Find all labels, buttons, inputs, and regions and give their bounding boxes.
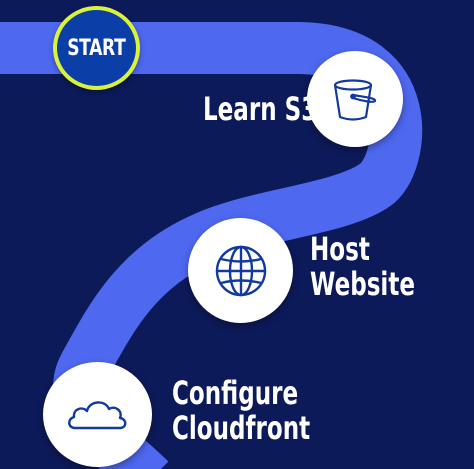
step-configure-cloudfront-label-line2: Cloudfront bbox=[172, 409, 311, 447]
step-host-website-label-line2: Website bbox=[310, 265, 415, 303]
step-learn-s3-node bbox=[307, 51, 403, 147]
bucket-icon bbox=[333, 79, 377, 121]
start-label: START bbox=[67, 35, 126, 61]
step-configure-cloudfront-label-line1: Configure bbox=[172, 374, 299, 412]
globe-icon bbox=[215, 245, 266, 296]
start-badge: START bbox=[53, 6, 140, 90]
step-host-website-label-line1: Host bbox=[310, 230, 370, 268]
step-configure-cloudfront-node bbox=[43, 362, 152, 467]
cloud-icon bbox=[67, 400, 126, 429]
step-learn-s3-label: Learn S3 bbox=[203, 90, 318, 128]
step-host-website-node bbox=[188, 218, 293, 323]
